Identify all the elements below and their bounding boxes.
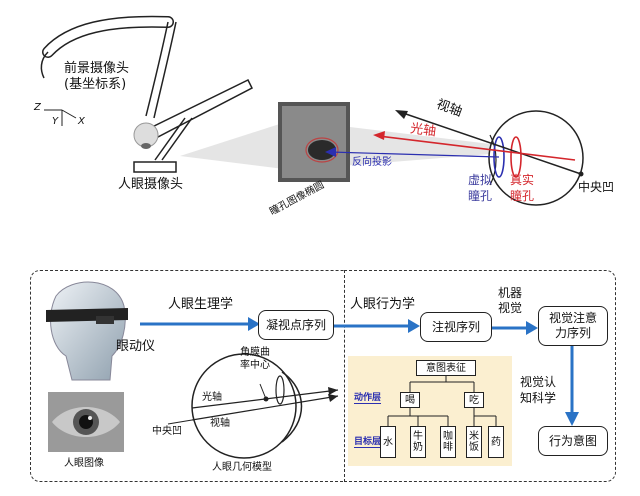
- target-layer-tag: 目标层: [354, 434, 382, 448]
- physiology-label: 人眼生理学: [168, 297, 234, 312]
- cognitive-arrow: [565, 346, 579, 426]
- physiology-arrow: [140, 317, 260, 331]
- eye-camera-label: 人眼摄像头: [118, 177, 184, 192]
- machine-vision-arrow: [492, 321, 538, 335]
- behavior-intent-box: 行为意图: [538, 426, 608, 456]
- model-optical-axis-label: 光轴: [202, 392, 222, 403]
- right-dashed-panel: [344, 270, 616, 482]
- milk-node: 牛 奶: [410, 426, 426, 458]
- fixation-sequence-box: 凝视点序列: [258, 310, 334, 340]
- cognitive-science-label: 视觉认 知科学: [520, 375, 557, 405]
- visual-axis-line: [399, 111, 582, 175]
- virtual-pupil-label: 虚拟 瞳孔: [468, 173, 493, 203]
- optical-axis-line: [377, 135, 576, 161]
- eye-image-label: 人眼图像: [64, 458, 104, 469]
- top-diagram: [40, 15, 584, 206]
- model-fovea-label: 中央凹: [152, 426, 182, 437]
- coffee-node: 咖 啡: [440, 426, 456, 458]
- axis-z-label: Z: [34, 102, 41, 113]
- eye-geometry-model: [167, 353, 339, 459]
- pupil-image-panel: [278, 102, 350, 182]
- attention-sequence-box: 视觉注意 力序列: [538, 306, 608, 346]
- intent-tree-connectors: [387, 374, 497, 426]
- projection-cone: [180, 120, 540, 170]
- eat-node: 吃: [464, 392, 484, 408]
- left-dashed-panel: [30, 270, 346, 482]
- back-projection-label: 反向投影: [352, 157, 392, 168]
- base-frame-label: (基坐标系): [64, 77, 127, 92]
- eye-camera-icon: [133, 117, 193, 173]
- eye-tracker-label: 眼动仪: [116, 339, 156, 354]
- behavior-label: 人眼行为学: [350, 297, 416, 312]
- eye-image-photo: [48, 392, 124, 452]
- cornea-center-label: 角膜曲 率中心: [240, 347, 270, 371]
- drink-node: 喝: [400, 392, 420, 408]
- water-node: 水: [380, 426, 396, 458]
- glasses-frame-icon: [40, 15, 254, 139]
- axis-x-label: X: [78, 116, 85, 127]
- scene-camera-label: 前景摄像头: [64, 61, 130, 76]
- axis-y-label: Y: [52, 116, 59, 127]
- back-projection-arrow: [325, 147, 336, 157]
- medicine-node: 药: [488, 426, 504, 458]
- eye-tracker-image: [46, 281, 128, 381]
- real-pupil-label: 真实 瞳孔: [510, 173, 535, 203]
- visual-axis-arrow: [395, 110, 408, 119]
- machine-vision-label: 机器 视觉: [498, 286, 523, 315]
- rice-node: 米 饭: [466, 426, 482, 458]
- back-projection-line: [329, 151, 500, 158]
- model-visual-axis-label: 视轴: [210, 418, 230, 429]
- action-layer-tag: 动作层: [354, 390, 382, 404]
- fovea-label: 中央凹: [578, 180, 615, 194]
- optical-axis-label: 光轴: [409, 121, 437, 140]
- coordinate-axes-icon: [44, 109, 77, 126]
- behavior-arrow: [334, 319, 420, 333]
- optical-axis-arrow: [373, 131, 385, 140]
- gaze-sequence-box: 注视序列: [420, 312, 492, 342]
- geometry-model-label: 人眼几何模型: [212, 462, 272, 473]
- intent-root-node: 意图表征: [416, 360, 476, 376]
